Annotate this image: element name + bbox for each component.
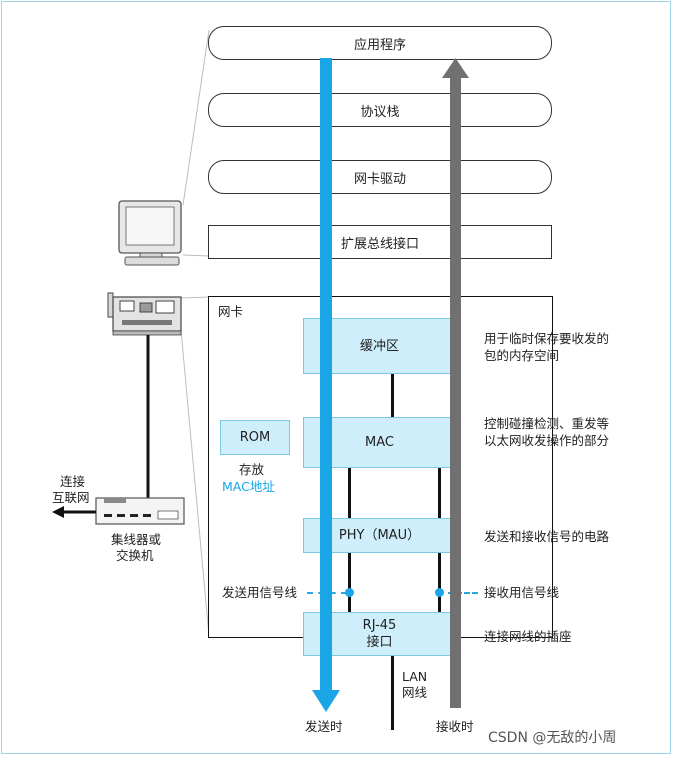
- send-caption: 发送时: [305, 719, 343, 734]
- funnel-card-top: [180, 296, 210, 299]
- layer-protocol-stack-label: 协议栈: [360, 104, 400, 120]
- layer-expansion-bus-label: 扩展总线接口: [340, 236, 419, 252]
- computer-icon: [118, 200, 182, 266]
- funnel-card-bottom: [180, 329, 210, 637]
- recv-line-label: 接收用信号线: [484, 585, 560, 600]
- buffer-annotation-line2: 包的内存空间: [484, 348, 560, 363]
- lan-label-line2: 网线: [402, 685, 428, 700]
- recv-signal-dot: [435, 588, 444, 597]
- rom-note-mac-address: MAC地址: [222, 479, 275, 494]
- nic-label: 网卡: [218, 304, 244, 319]
- lan-label-line1: LAN: [402, 669, 428, 684]
- rom-note-line1: 存放: [239, 462, 265, 477]
- rom-label: ROM: [239, 430, 271, 445]
- watermark: CSDN @无敌的小周: [488, 730, 617, 746]
- wire-mac-phy-recv: [438, 468, 441, 518]
- send-arrow: [312, 58, 340, 712]
- buffer-annotation-line1: 用于临时保存要收发的: [484, 331, 610, 346]
- lan-cable: [391, 656, 394, 730]
- hub-label-line1: 集线器或: [111, 532, 162, 547]
- phy-annotation: 发送和接收信号的电路: [484, 529, 610, 544]
- layer-expansion-bus: 扩展总线接口: [208, 225, 552, 259]
- internet-arrowhead: [52, 506, 64, 518]
- receive-caption: 接收时: [436, 719, 474, 734]
- mac-annotation-line2: 以太网收发操作的部分: [484, 433, 610, 448]
- send-line-label: 发送用信号线: [222, 585, 298, 600]
- hub-label-line2: 交换机: [116, 548, 154, 563]
- rj45-label: RJ-45: [362, 618, 397, 633]
- layer-application: 应用程序: [208, 26, 552, 60]
- receive-arrow: [442, 58, 469, 708]
- layer-application-label: 应用程序: [353, 37, 406, 53]
- mac-annotation-line1: 控制碰撞检测、重发等: [484, 416, 610, 431]
- internet-label-line1: 连接: [60, 474, 86, 489]
- wire-buffer-mac: [391, 374, 394, 418]
- layer-protocol-stack: 协议栈: [208, 93, 552, 127]
- internet-label-line2: 互联网: [52, 490, 90, 505]
- layer-nic-driver-label: 网卡驱动: [353, 171, 406, 187]
- phy-label: PHY（MAU）: [338, 528, 421, 543]
- recv-line-dash: [448, 592, 478, 594]
- wire-phy-rj45-send: [348, 553, 351, 613]
- rj45-sublabel: 接口: [366, 635, 393, 650]
- send-signal-dot: [345, 588, 354, 597]
- mac-label: MAC: [365, 435, 394, 450]
- network-card-icon: [107, 292, 182, 336]
- rj45-annotation: 连接网线的插座: [484, 629, 572, 644]
- funnel-line-top: [182, 29, 210, 206]
- hub-switch-icon: [95, 497, 185, 525]
- layer-nic-driver: 网卡驱动: [208, 160, 552, 194]
- buffer-label: 缓冲区: [359, 338, 399, 354]
- rom-box: ROM: [220, 420, 290, 455]
- funnel-line-bottom: [182, 254, 210, 257]
- wire-mac-phy-send: [348, 468, 351, 518]
- wire-phy-rj45-recv: [438, 553, 441, 613]
